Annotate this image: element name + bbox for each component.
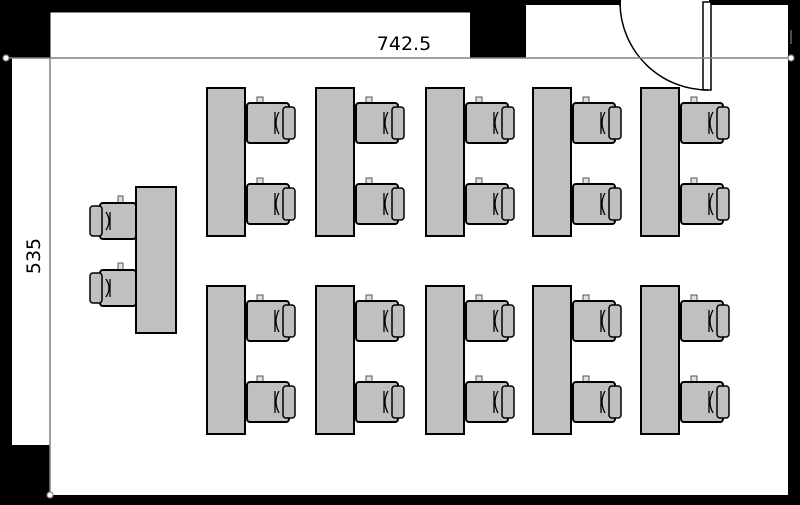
student-chair (680, 294, 730, 342)
student-chair (246, 375, 296, 423)
room-width-label: 742.5 (377, 33, 431, 55)
room-depth-label: 535 (23, 238, 45, 274)
door-leaf (702, 1, 712, 91)
student-chair (572, 96, 622, 144)
column-bottom-left (0, 445, 50, 505)
student-chair (680, 96, 730, 144)
student-chair (246, 177, 296, 225)
student-chair (572, 375, 622, 423)
door-swing-icon (619, 1, 712, 91)
lectern-chair (89, 262, 137, 307)
student-desk (532, 285, 622, 435)
student-chair (355, 294, 405, 342)
student-desk (315, 285, 405, 435)
student-desk (532, 87, 622, 237)
student-chair (246, 96, 296, 144)
desk-table (532, 285, 572, 435)
wall-left (0, 0, 12, 505)
lectern-chair (89, 195, 137, 240)
desk-table (206, 87, 246, 237)
door-opening (620, 0, 710, 5)
student-chair (355, 375, 405, 423)
student-chair (680, 177, 730, 225)
student-desk (425, 285, 515, 435)
desk-table (532, 87, 572, 237)
door-arc (619, 3, 709, 91)
column-top-middle (470, 0, 526, 58)
student-chair (680, 375, 730, 423)
lectern-table (135, 186, 177, 334)
desk-table (425, 285, 465, 435)
desk-table (315, 87, 355, 237)
student-chair (572, 294, 622, 342)
student-chair (355, 96, 405, 144)
wall-bottom (0, 495, 800, 505)
dimension-lines (2, 30, 795, 499)
student-chair (355, 177, 405, 225)
desk-table (315, 285, 355, 435)
student-desk (425, 87, 515, 237)
desk-table (640, 87, 680, 237)
student-desk (206, 285, 296, 435)
desk-table (425, 87, 465, 237)
student-desk (640, 285, 730, 435)
student-desk-grid (206, 87, 730, 435)
desk-table (206, 285, 246, 435)
student-chair (465, 294, 515, 342)
student-chair (465, 375, 515, 423)
student-chair (246, 294, 296, 342)
student-desk (206, 87, 296, 237)
wall-top-left-section (0, 0, 470, 12)
wall-right (788, 0, 800, 505)
column-top-left (0, 0, 50, 58)
student-desk (315, 87, 405, 237)
lectern-desk (89, 186, 177, 334)
student-chair (465, 96, 515, 144)
desk-table (640, 285, 680, 435)
student-chair (572, 177, 622, 225)
student-chair (465, 177, 515, 225)
student-desk (640, 87, 730, 237)
